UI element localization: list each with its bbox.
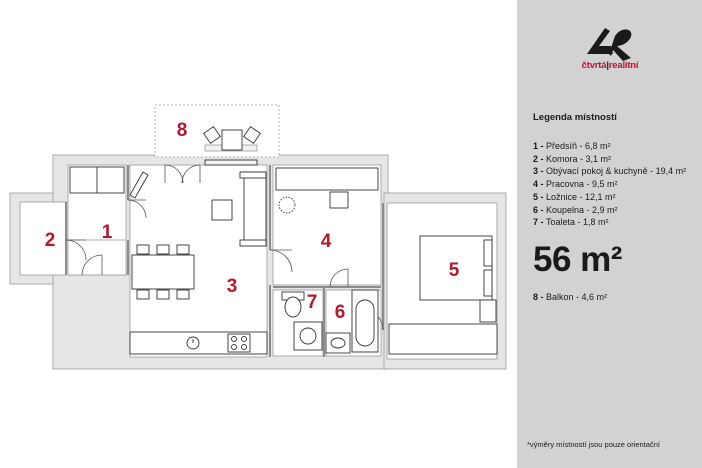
legend-item-text: Předsíň - 6,8 m² xyxy=(546,141,611,151)
legend-room-list: 1 - Předsíň - 6,8 m² 2 - Komora - 3,1 m²… xyxy=(533,140,686,229)
interior-walls xyxy=(65,165,384,357)
room-label-7: 7 xyxy=(307,292,318,313)
balcony-number: 8 xyxy=(533,292,539,302)
legend-item-number: 1 xyxy=(533,141,539,151)
legend-item-text: Koupelna - 2,9 m² xyxy=(546,204,618,215)
legend-item: 4 - Pracovna - 9,5 m² xyxy=(533,179,618,190)
room-2-floor xyxy=(19,201,67,276)
legend-item-number: 6 xyxy=(533,204,539,215)
legend-item-number: 2 xyxy=(533,153,539,164)
door-swings xyxy=(65,164,384,331)
legend-item-number: 5 xyxy=(533,191,539,202)
logo-wordmark: čtvrtá|realitní xyxy=(581,60,639,71)
total-area: 56 m² xyxy=(533,240,622,279)
bathroom-fixtures xyxy=(281,289,379,354)
legend-item-number: 7 xyxy=(533,217,539,228)
floor-plan: 8 1 2 3 4 5 7 6 xyxy=(9,104,507,370)
room-1-lower xyxy=(67,239,127,276)
legend-item: 1 - Předsíň - 6,8 m² xyxy=(533,141,611,151)
logo-mark-icon xyxy=(587,28,632,61)
room-number-labels: 8 1 2 3 4 5 7 6 xyxy=(45,120,460,323)
legend-item-number: 3 xyxy=(533,166,539,177)
legend-item-text: Pracovna - 9,5 m² xyxy=(546,179,618,190)
logo-word-right: realitní xyxy=(608,60,639,71)
area-disclaimer: *výměry místností jsou pouze orientační xyxy=(527,440,660,449)
legend-item: 7 - Toaleta - 1,8 m² xyxy=(533,217,609,228)
room-label-6: 6 xyxy=(335,302,346,323)
logo-word-left: čtvrtá xyxy=(581,60,607,71)
bedroom-furniture xyxy=(388,235,498,355)
legend-item: 5 - Ložnice - 12,1 m² xyxy=(533,191,616,202)
legend-item: 2 - Komora - 3,1 m² xyxy=(533,153,612,164)
brand-logo: čtvrtá|realitní xyxy=(565,24,655,80)
balcony-furniture xyxy=(203,126,261,151)
legend-item: 6 - Koupelna - 2,9 m² xyxy=(533,204,618,215)
floor-plan-drawing: 8 1 2 3 4 5 7 6 xyxy=(9,104,507,370)
room-label-2: 2 xyxy=(45,230,56,251)
living-kitchen-furniture xyxy=(69,159,268,355)
room-label-4: 4 xyxy=(321,231,332,252)
legend-item-text: Toaleta - 1,8 m² xyxy=(546,217,609,228)
legend-item-text: Ložnice - 12,1 m² xyxy=(546,191,616,202)
room-label-1: 1 xyxy=(102,222,113,243)
balcony-text: Balkon - 4,6 m² xyxy=(546,292,608,302)
legend-item-text: Komora - 3,1 m² xyxy=(546,153,612,164)
legend-item: 3 - Obývací pokoj & kuchyně - 19,4 m² xyxy=(533,166,687,177)
room-label-5: 5 xyxy=(449,260,460,281)
room-label-3: 3 xyxy=(227,276,238,297)
balcony-legend-item: 8 - Balkon - 4,6 m² xyxy=(533,292,608,302)
study-furniture xyxy=(275,167,379,214)
legend-title: Legenda místností xyxy=(533,112,617,123)
room-label-8: 8 xyxy=(177,120,188,141)
legend-item-text: Obývací pokoj & kuchyně - 19,4 m² xyxy=(546,166,687,177)
legend-sidebar: čtvrtá|realitní Legenda místností 1 - Př… xyxy=(517,0,702,468)
legend-item-number: 4 xyxy=(533,179,539,190)
